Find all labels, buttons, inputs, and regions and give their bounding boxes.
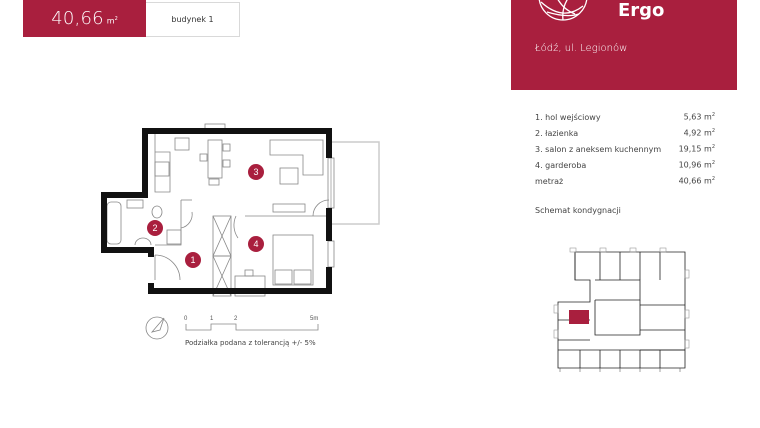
room-label: 3. salon z aneksem kuchennym — [535, 144, 662, 154]
brand-panel: Ergo Łódź, ul. Legionów — [511, 0, 737, 90]
brand-address: Łódź, ul. Legionów — [535, 43, 628, 54]
highlighted-apartment — [569, 310, 589, 324]
floor-schema-label: Schemat kondygnacji — [535, 206, 621, 215]
svg-text:4: 4 — [253, 239, 258, 249]
rooms-table: 1. hol wejściowy 5,63 m2 2. łazienka 4,92 … — [535, 109, 715, 189]
globe-leaf-logo-icon — [538, 0, 588, 21]
room-label: 2. łazienka — [535, 128, 579, 138]
room-row: 4. garderoba 10,96 m2 — [535, 157, 715, 173]
svg-text:2: 2 — [152, 223, 157, 233]
svg-text:2: 2 — [234, 316, 238, 322]
building-label: budynek 1 — [146, 2, 240, 37]
room-markers: 3 2 4 1 — [147, 164, 264, 268]
floor-plan: 3 2 4 1 — [101, 123, 380, 297]
area-unit: m2 — [106, 15, 118, 26]
area-value: 40,66 — [51, 8, 104, 29]
room-area: 5,63 m2 — [683, 112, 715, 122]
svg-text:0: 0 — [184, 316, 188, 322]
room-label: 4. garderoba — [535, 160, 587, 170]
svg-text:1: 1 — [190, 255, 195, 265]
room-area: 4,92 m2 — [683, 128, 715, 138]
svg-text:5m: 5m — [310, 316, 318, 322]
apartment-area-box: 40,66 m2 — [23, 0, 146, 37]
room-area: 10,96 m2 — [678, 160, 715, 170]
room-label: 1. hol wejściowy — [535, 112, 601, 122]
total-area: 40,66 m2 — [678, 176, 715, 186]
svg-text:3: 3 — [253, 167, 258, 177]
room-row: 3. salon z aneksem kuchennym 19,15 m2 — [535, 141, 715, 157]
building-text: budynek 1 — [171, 15, 214, 24]
room-row: 2. łazienka 4,92 m2 — [535, 125, 715, 141]
scale-tolerance-note: Podziałka podana z tolerancją +/- 5% — [185, 339, 316, 347]
floor-schema — [553, 247, 690, 372]
room-area: 19,15 m2 — [678, 144, 715, 154]
svg-text:1: 1 — [210, 316, 214, 322]
room-row: 1. hol wejściowy 5,63 m2 — [535, 109, 715, 125]
north-compass-icon — [145, 316, 169, 340]
total-label: metraż — [535, 176, 564, 186]
scale-bar: 0 1 2 5m — [145, 316, 319, 340]
brand-name: Ergo — [618, 0, 665, 21]
total-area-row: metraż 40,66 m2 — [535, 173, 715, 189]
